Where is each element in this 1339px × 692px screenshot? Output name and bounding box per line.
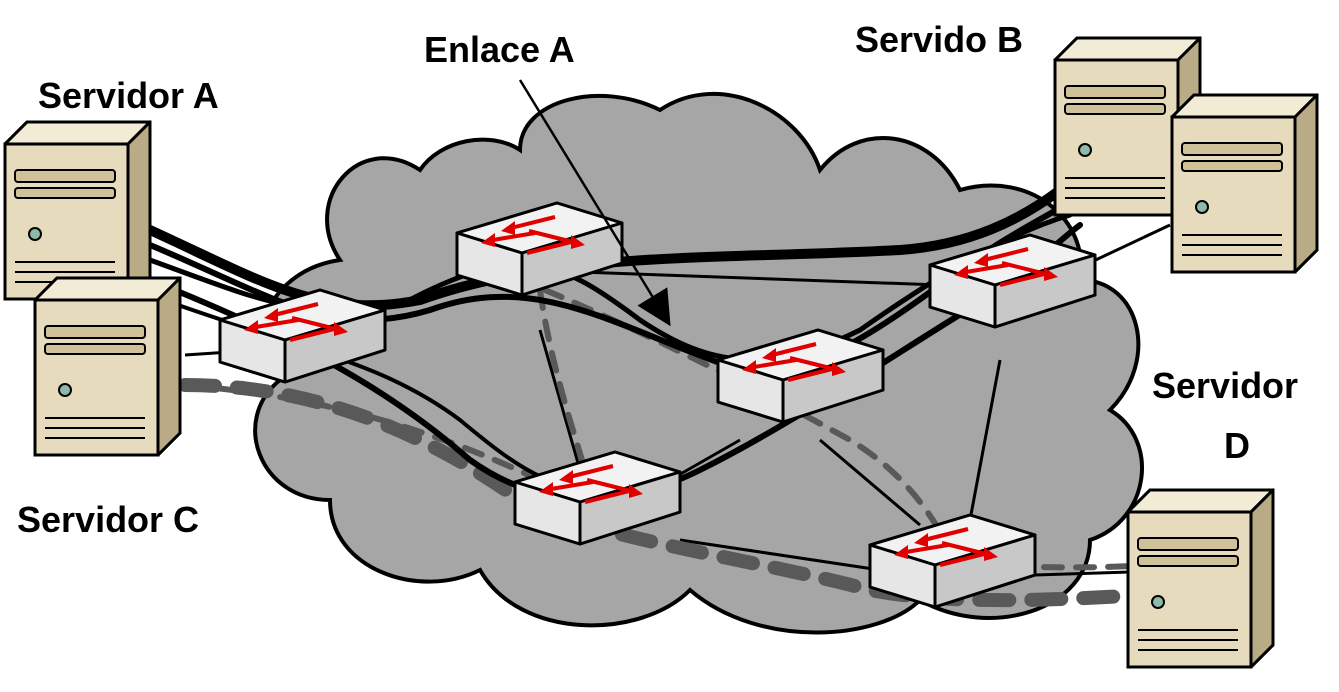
link-a-label: Enlace A	[424, 29, 575, 70]
server-a-icon	[3, 120, 152, 301]
server-d-label-line2: D	[1224, 425, 1250, 466]
server-c-label: Servidor C	[17, 499, 199, 540]
server-d-icon	[1126, 488, 1275, 669]
server-c-icon	[33, 276, 182, 457]
server-b-secondary-icon	[1170, 93, 1319, 274]
link-a-pointer-arrow	[518, 79, 671, 327]
server-d-label-line1: Servidor	[1152, 365, 1298, 406]
server-a-label: Servidor A	[38, 75, 219, 116]
server-b-label: Servido B	[855, 19, 1023, 60]
